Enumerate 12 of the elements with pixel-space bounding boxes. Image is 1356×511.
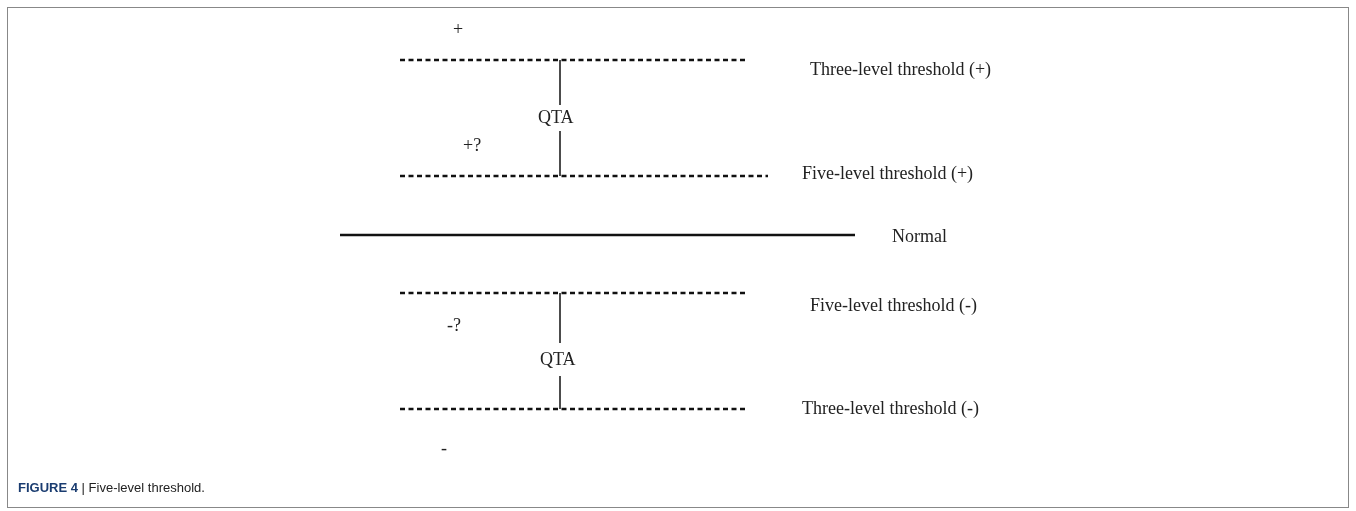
interval-label: QTA <box>538 108 574 128</box>
threshold-label: Three-level threshold (-) <box>802 399 979 419</box>
threshold-label: Five-level threshold (-) <box>810 296 977 316</box>
threshold-label: Five-level threshold (+) <box>802 164 974 184</box>
baseline-label: Normal <box>892 227 947 247</box>
sign-label: +? <box>463 136 482 156</box>
figure-caption: FIGURE 4 | Five-level threshold. <box>18 480 205 495</box>
interval-label: QTA <box>540 350 576 370</box>
sign-label: - <box>441 439 447 459</box>
sign-label: + <box>453 20 464 40</box>
sign-label: -? <box>447 316 461 336</box>
threshold-label: Three-level threshold (+) <box>810 60 992 80</box>
